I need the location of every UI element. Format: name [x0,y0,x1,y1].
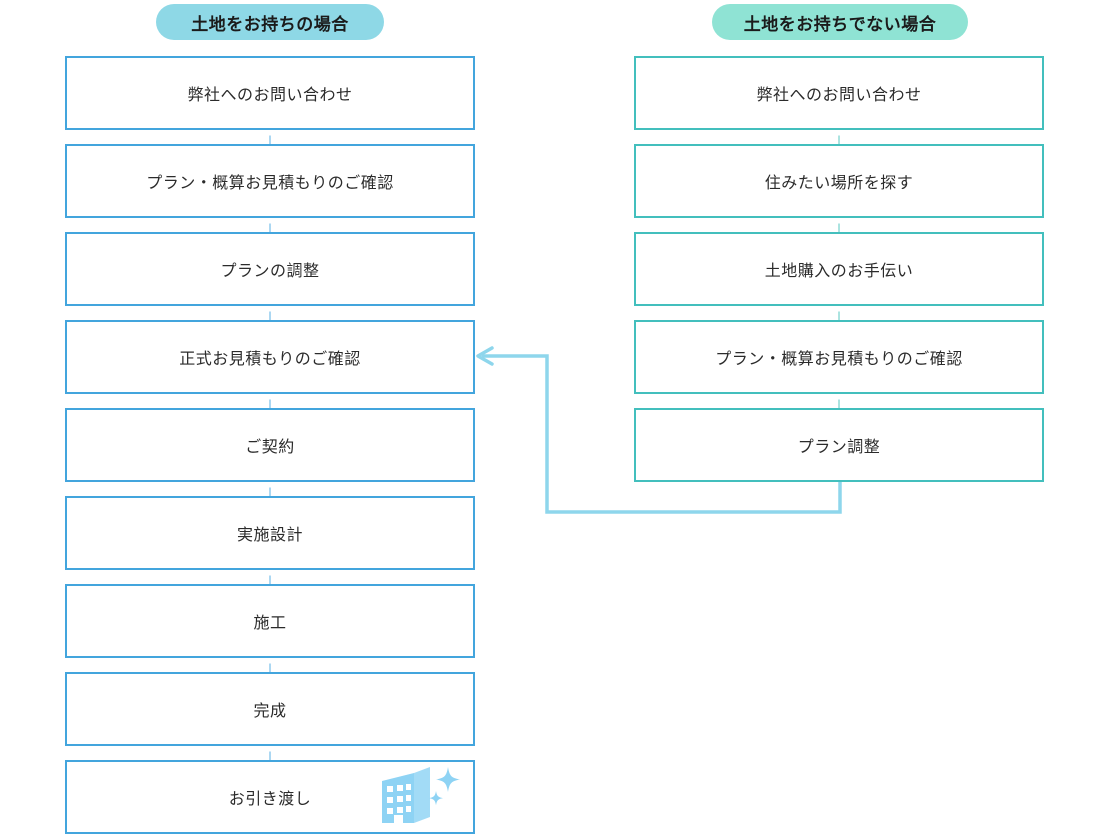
step-box[interactable]: 実施設計 [65,496,475,570]
sparkle-icon [429,767,460,806]
step-label: お引き渡し [228,791,312,808]
step-box[interactable]: 完成 [65,672,475,746]
step-box[interactable]: ご契約 [65,408,475,482]
step-box[interactable]: 弊社へのお問い合わせ [65,56,475,130]
step-box[interactable]: プラン調整 [634,408,1044,482]
step-box[interactable]: 施工 [65,584,475,658]
step-box[interactable]: 弊社へのお問い合わせ [634,56,1044,130]
column-header-own-land: 土地をお持ちの場合 [156,4,384,40]
step-box[interactable]: プランの調整 [65,232,475,306]
step-box[interactable]: プラン・概算お見積もりのご確認 [65,144,475,218]
step-box[interactable]: プラン・概算お見積もりのご確認 [634,320,1044,394]
step-box[interactable]: 正式お見積もりのご確認 [65,320,475,394]
step-box[interactable]: 土地購入のお手伝い [634,232,1044,306]
step-box[interactable]: 住みたい場所を探す [634,144,1044,218]
building-icon [382,767,460,823]
column-header-no-land: 土地をお持ちでない場合 [712,4,968,40]
